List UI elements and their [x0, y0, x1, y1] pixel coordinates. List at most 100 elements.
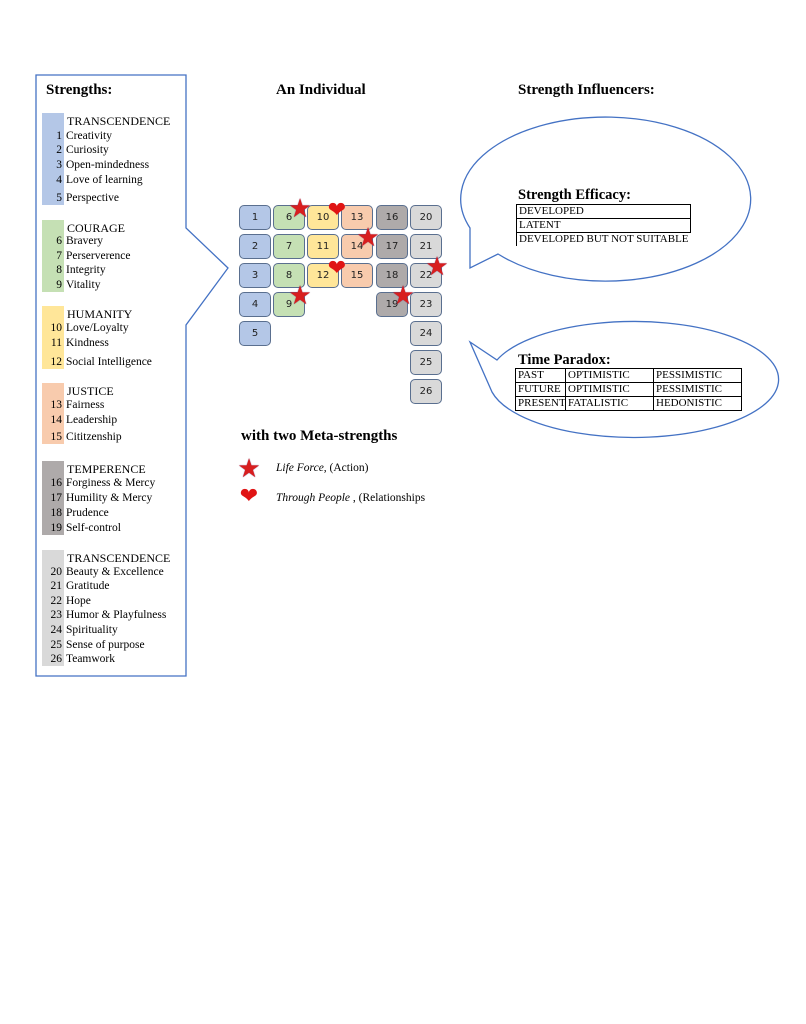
life-force-legend: Life Force, (Action)	[276, 462, 369, 474]
time-attitude: OPTIMISTIC	[565, 382, 654, 397]
strength-tile: 12	[307, 263, 339, 288]
efficacy-level: DEVELOPED	[515, 204, 692, 219]
strength-number: 8	[56, 264, 62, 276]
time-orientation: PRESENT	[515, 396, 566, 411]
time-paradox-bubble-outline	[468, 320, 780, 439]
strength-tile: 23	[410, 292, 442, 317]
time-orientation: PAST	[515, 368, 566, 383]
group-color-bar	[42, 383, 64, 444]
strengths-heading: Strengths:	[46, 82, 113, 98]
strength-label: Sense of purpose	[66, 639, 145, 651]
strength-number: 13	[50, 399, 63, 411]
strength-tile: 20	[410, 205, 442, 230]
group-color-bar	[42, 220, 64, 292]
strength-number: 23	[50, 609, 63, 621]
strength-tile: 14	[341, 234, 373, 259]
group-title: TEMPERENCE	[67, 462, 146, 476]
strength-label: Forginess & Mercy	[66, 477, 156, 489]
group-title: COURAGE	[67, 221, 126, 235]
strength-number: 14	[50, 414, 63, 426]
strength-number: 19	[50, 522, 63, 534]
strength-label: Kindness	[66, 337, 109, 349]
through-people-heart-icon: ❤	[327, 256, 347, 281]
strength-label: Love/Loyalty	[66, 322, 129, 334]
strength-label: Fairness	[66, 399, 105, 411]
through-people-legend: Through People , (Relationships	[276, 492, 426, 504]
strength-number: 10	[50, 322, 63, 334]
strengths-callout-outline	[35, 74, 229, 677]
strength-tile: 17	[376, 234, 408, 259]
strength-tile: 22	[410, 263, 442, 288]
strength-tile: 5	[239, 321, 271, 346]
group-title: HUMANITY	[67, 307, 133, 321]
through-people-heart-icon: ❤	[327, 198, 347, 223]
individual-heading: An Individual	[276, 82, 366, 98]
strength-tile: 26	[410, 379, 442, 404]
strength-label: Humor & Playfulness	[66, 609, 167, 621]
life-force-star-icon: ★	[288, 194, 312, 224]
strength-item: 6 Bravery	[42, 234, 103, 248]
group-color-bar	[42, 550, 64, 666]
strength-number: 3	[56, 159, 62, 171]
efficacy-title: Strength Efficacy:	[518, 187, 631, 203]
strength-tile: 25	[410, 350, 442, 375]
strength-number: 2	[56, 144, 62, 156]
strength-label: Hope	[66, 595, 91, 607]
strength-tile: 24	[410, 321, 442, 346]
strength-tile: 13	[341, 205, 373, 230]
strength-tile: 16	[376, 205, 408, 230]
strength-number: 12	[50, 356, 63, 368]
strength-label: Beauty & Excellence	[66, 566, 164, 578]
meta-strengths-heading: with two Meta-strengths	[241, 428, 398, 444]
efficacy-bubble-outline	[460, 116, 752, 282]
strength-label: Love of learning	[66, 174, 143, 186]
strength-number: 24	[50, 624, 63, 636]
strength-label: Prudence	[66, 507, 109, 519]
strength-number: 22	[50, 595, 63, 607]
time-attitude: OPTIMISTIC	[565, 368, 654, 383]
strength-label: Leadership	[66, 414, 118, 426]
efficacy-level: LATENT	[515, 218, 692, 233]
time-attitude: PESSIMISTIC	[653, 382, 742, 397]
life-force-star-icon: ★	[391, 281, 415, 311]
efficacy-level: DEVELOPED BUT NOT SUITABLE	[515, 232, 691, 246]
strength-label: Bravery	[66, 235, 104, 247]
strength-number: 6	[56, 235, 62, 247]
group-color-bar	[42, 461, 64, 535]
strength-tile: 15	[341, 263, 373, 288]
life-force-star-icon: ★	[425, 252, 449, 282]
strength-tile: 10	[307, 205, 339, 230]
strength-tile: 8	[273, 263, 305, 288]
strength-number: 18	[50, 507, 63, 519]
group-title: TRANSCENDENCE	[67, 551, 171, 565]
strength-tile: 3	[239, 263, 271, 288]
strength-number: 16	[50, 477, 63, 489]
strength-label: Social Intelligence	[66, 356, 152, 368]
group-color-bar	[42, 113, 64, 205]
strength-label: Perspective	[66, 192, 120, 204]
life-force-star-icon: ★	[237, 454, 261, 484]
strength-tile: 6	[273, 205, 305, 230]
